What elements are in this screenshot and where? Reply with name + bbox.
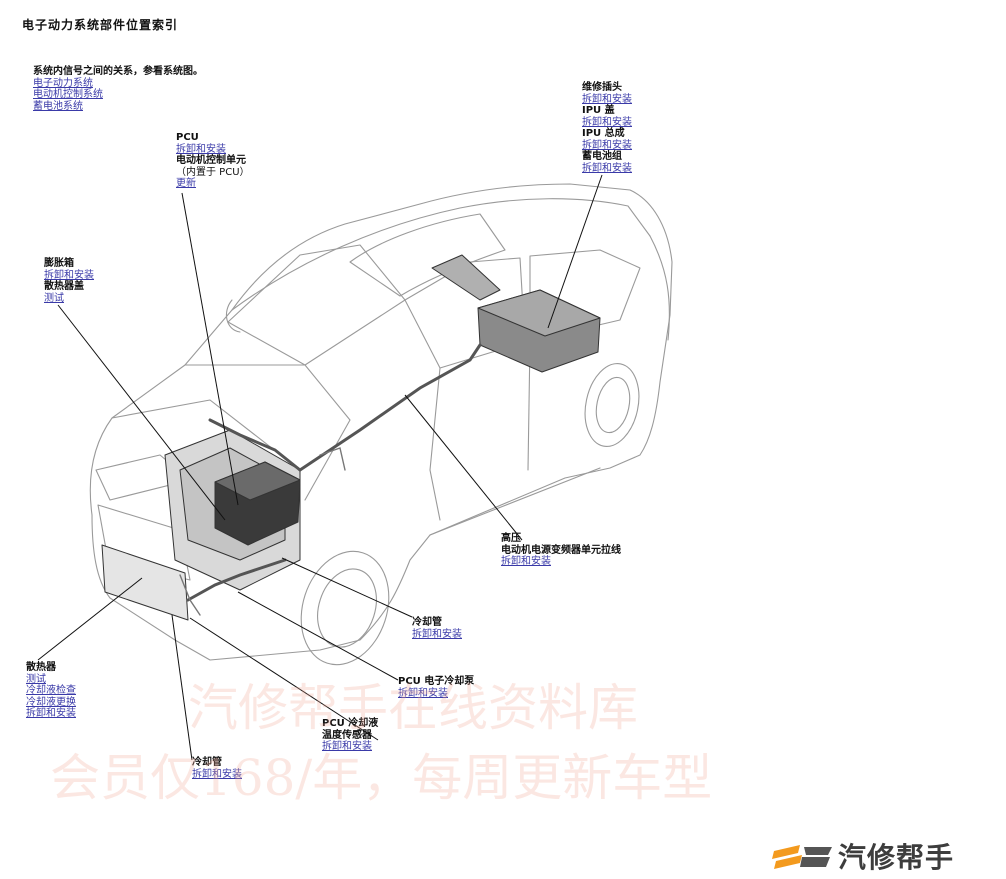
cable-detail bbox=[319, 447, 346, 471]
door-line-front bbox=[429, 367, 441, 521]
pcu-pump-remove-install-link[interactable]: 拆卸和安装 bbox=[398, 687, 448, 699]
tail-line bbox=[649, 235, 670, 341]
expansion-tank-remove-install-link[interactable]: 拆卸和安装 bbox=[44, 269, 94, 281]
radiator-label: 散热器 bbox=[26, 662, 56, 673]
battery-pack-remove-install-link[interactable]: 拆卸和安装 bbox=[582, 162, 632, 174]
leader-coolant-pipe-1 bbox=[281, 557, 413, 618]
callout-pcu-pump: PCU 电子冷却泵 拆卸和安装 bbox=[398, 676, 474, 699]
roof-line bbox=[231, 198, 651, 311]
link-motor-control-system[interactable]: 电动机控制系统 bbox=[33, 89, 103, 100]
leader-pcu bbox=[181, 192, 239, 506]
ipu-assembly-remove-install-link[interactable]: 拆卸和安装 bbox=[582, 139, 632, 151]
sunroof bbox=[349, 213, 506, 297]
pcu-sensor-label-1: PCU 冷却液 bbox=[322, 718, 379, 729]
coolant-pipe-1-remove-install-link[interactable]: 拆卸和安装 bbox=[412, 628, 462, 640]
callout-pcu: PCU 拆卸和安装 电动机控制单元 （内置于 PCU） 更新 bbox=[176, 132, 250, 190]
hood-line bbox=[184, 364, 351, 501]
brand-logo: 汽修帮手 bbox=[772, 836, 954, 876]
leader-pcu-pump bbox=[237, 591, 399, 681]
motor-control-unit-label: 电动机控制单元 bbox=[176, 155, 246, 166]
radiator-remove-install-link[interactable]: 拆卸和安装 bbox=[26, 708, 76, 719]
leader-service-plug bbox=[547, 174, 603, 329]
radiator-core bbox=[101, 544, 189, 621]
leader-coolant-pipe-2 bbox=[171, 614, 193, 761]
windshield bbox=[227, 244, 406, 366]
callout-coolant-pipe-2: 冷却管 拆卸和安装 bbox=[192, 757, 242, 780]
callout-hv-cable: 高压 电动机电源变频器单元拉线 拆卸和安装 bbox=[501, 533, 621, 568]
link-electric-power-system[interactable]: 电子动力系统 bbox=[33, 77, 93, 89]
ipu-cover-label: IPU 盖 bbox=[582, 105, 615, 116]
radiator-test-link[interactable]: 测试 bbox=[26, 673, 46, 685]
coolant-hose-aux bbox=[179, 574, 201, 616]
battery-pack-label: 蓄电池组 bbox=[582, 151, 622, 162]
leader-expansion-tank bbox=[57, 304, 226, 521]
motor-control-unit-update-link[interactable]: 更新 bbox=[176, 178, 196, 189]
callout-coolant-pipe-1: 冷却管 拆卸和安装 bbox=[412, 617, 462, 640]
ipu-assembly-label: IPU 总成 bbox=[582, 128, 625, 139]
motor-control-unit-note: （内置于 PCU） bbox=[176, 166, 250, 178]
coolant-pipe-1-label: 冷却管 bbox=[412, 617, 442, 628]
rocker-line bbox=[429, 467, 601, 536]
coolant-hose-upper bbox=[208, 418, 302, 472]
coolant-pipe-2-remove-install-link[interactable]: 拆卸和安装 bbox=[192, 768, 242, 780]
callout-pcu-sensor: PCU 冷却液 温度传感器 拆卸和安装 bbox=[322, 718, 378, 753]
front-wheel-inner bbox=[317, 568, 377, 648]
radiator-cap-test-link[interactable]: 测试 bbox=[44, 292, 64, 304]
hv-label: 高压 bbox=[501, 533, 521, 544]
page-title: 电子动力系统部件位置索引 bbox=[22, 18, 179, 32]
coolant-check-link[interactable]: 冷却液检查 bbox=[26, 685, 76, 696]
coolant-replace-link[interactable]: 冷却液更换 bbox=[26, 696, 76, 708]
intro-block: 系统内信号之间的关系，参看系统图。 电子动力系统 电动机控制系统 蓄电池系统 bbox=[33, 66, 203, 112]
radiator-cap-label: 散热器盖 bbox=[44, 281, 84, 292]
rear-wheel-inner bbox=[595, 376, 631, 434]
ipu-cover-remove-install-link[interactable]: 拆卸和安装 bbox=[582, 116, 632, 128]
callout-radiator: 散热器 测试 冷却液检查 冷却液更换 拆卸和安装 bbox=[26, 662, 76, 720]
mirror bbox=[225, 299, 241, 333]
service-plug-label: 维修插头 bbox=[582, 82, 622, 93]
expansion-tank-label: 膨胀箱 bbox=[44, 258, 74, 269]
hv-cable-label: 电动机电源变频器单元拉线 bbox=[501, 544, 621, 556]
brand-logo-icon bbox=[772, 845, 832, 869]
car-body-outline bbox=[89, 183, 673, 661]
callout-service-plug: 维修插头 拆卸和安装 IPU 盖 拆卸和安装 IPU 总成 拆卸和安装 蓄电池组… bbox=[582, 82, 632, 174]
pcu-pump-label: PCU 电子冷却泵 bbox=[398, 676, 475, 687]
leader-pcu-sensor bbox=[189, 617, 379, 741]
pcu-top bbox=[214, 461, 301, 501]
leader-hv-cable bbox=[404, 394, 523, 541]
intro-text: 系统内信号之间的关系，参看系统图。 bbox=[33, 66, 203, 77]
brand-logo-text: 汽修帮手 bbox=[838, 841, 955, 874]
rear-wheel bbox=[584, 363, 640, 447]
callout-expansion-tank: 膨胀箱 拆卸和安装 散热器盖 测试 bbox=[44, 258, 94, 304]
pcu-remove-install-link[interactable]: 拆卸和安装 bbox=[176, 143, 226, 155]
service-plug-remove-install-link[interactable]: 拆卸和安装 bbox=[582, 93, 632, 105]
leader-radiator bbox=[37, 577, 143, 661]
battery-top bbox=[477, 289, 601, 337]
pcu-sensor-remove-install-link[interactable]: 拆卸和安装 bbox=[322, 741, 372, 752]
battery-duct bbox=[431, 254, 501, 301]
grille bbox=[97, 504, 191, 581]
hv-cable-remove-install-link[interactable]: 拆卸和安装 bbox=[501, 556, 551, 567]
coolant-hose-lower bbox=[186, 558, 287, 602]
pcu-sensor-label-2: 温度传感器 bbox=[322, 729, 372, 741]
coolant-pipe-2-label: 冷却管 bbox=[192, 757, 222, 768]
front-wheel bbox=[300, 550, 390, 666]
pcu-label: PCU bbox=[176, 132, 199, 143]
link-battery-system[interactable]: 蓄电池系统 bbox=[33, 100, 83, 112]
